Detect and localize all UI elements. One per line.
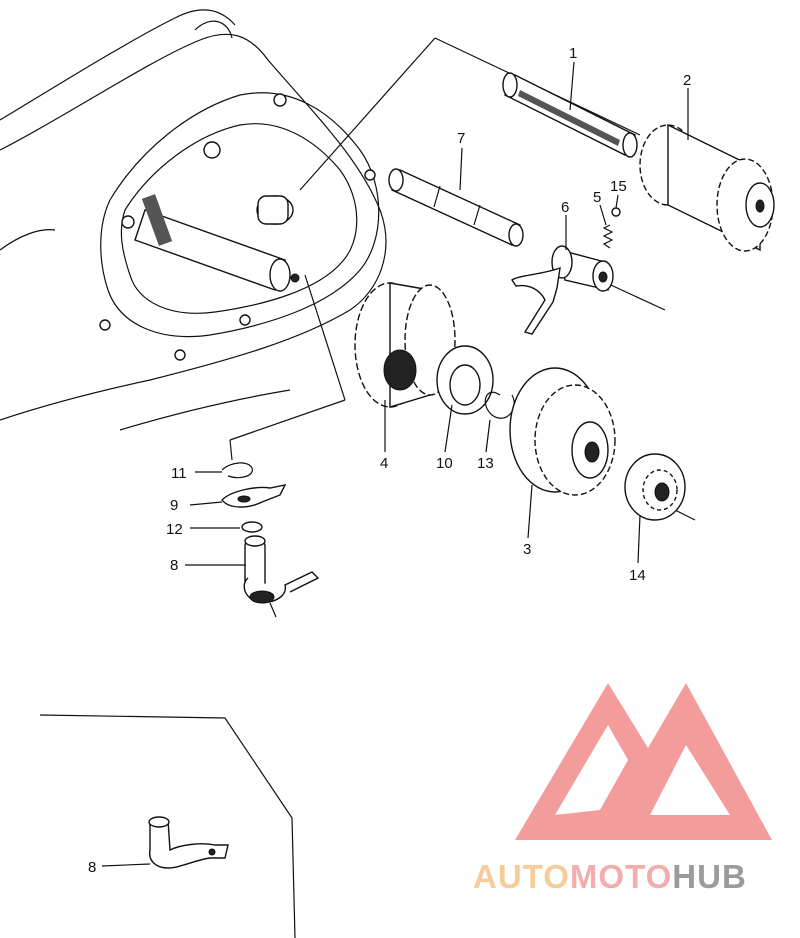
callout-5: 5 bbox=[593, 189, 601, 206]
clip-part-11 bbox=[221, 462, 253, 479]
callout-12: 12 bbox=[166, 521, 183, 538]
spring-part-5 bbox=[602, 224, 614, 249]
cluster-gear-part-2 bbox=[639, 123, 775, 252]
callout-leaders bbox=[101, 61, 689, 867]
automotohub-watermark: AUTOMOTOHUB bbox=[473, 683, 772, 895]
detail-inset bbox=[39, 714, 296, 938]
callout-10: 10 bbox=[436, 455, 453, 472]
callout-8-bottom: 8 bbox=[88, 859, 96, 876]
watermark-text: AUTOMOTOHUB bbox=[473, 858, 747, 895]
bearing-part-14 bbox=[624, 453, 686, 521]
callout-1: 1 bbox=[569, 45, 577, 62]
crankcase-housing bbox=[0, 9, 387, 431]
o-ring-part-12 bbox=[241, 521, 263, 533]
callout-2: 2 bbox=[683, 72, 691, 89]
callout-8-top: 8 bbox=[170, 557, 178, 574]
callout-9: 9 bbox=[170, 497, 178, 514]
shaft-part-1 bbox=[502, 72, 638, 158]
callout-3: 3 bbox=[523, 541, 531, 558]
callout-6: 6 bbox=[561, 199, 569, 216]
callout-15: 15 bbox=[610, 178, 627, 195]
gear-part-3 bbox=[509, 367, 616, 496]
watermark-auto: AUTO bbox=[473, 858, 570, 895]
shift-fork-part-6 bbox=[511, 245, 614, 335]
watermark-triangle-icon bbox=[515, 683, 772, 840]
callout-11: 11 bbox=[171, 465, 187, 482]
shift-spindle-part-8-top bbox=[243, 535, 320, 618]
washer-part-10 bbox=[436, 345, 494, 415]
ball-part-15 bbox=[611, 207, 621, 217]
callout-14: 14 bbox=[629, 567, 646, 584]
plate-part-9 bbox=[221, 484, 287, 508]
leader-lines bbox=[229, 37, 696, 521]
watermark-moto: MOTO bbox=[570, 858, 672, 895]
callout-numbers: 1 2 7 15 5 6 4 10 13 3 14 11 9 12 8 8 bbox=[88, 45, 691, 876]
callout-7: 7 bbox=[457, 130, 465, 147]
housing-shaft bbox=[134, 194, 300, 292]
shaft-part-7 bbox=[388, 168, 524, 247]
callout-13: 13 bbox=[477, 455, 494, 472]
watermark-hub: HUB bbox=[672, 858, 747, 895]
callout-4: 4 bbox=[380, 455, 388, 472]
